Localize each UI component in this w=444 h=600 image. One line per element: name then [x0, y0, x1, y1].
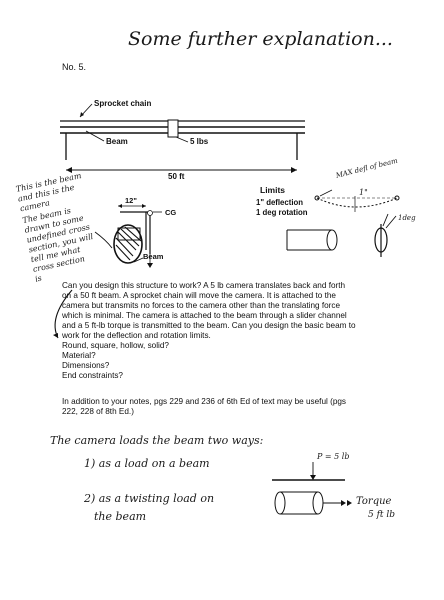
references-note: In addition to your notes, pgs 229 and 2… — [62, 397, 437, 417]
statement-line: Can you design this structure to work? A… — [62, 281, 346, 290]
ridge-note: 1deg — [398, 214, 416, 222]
side-note-arrows — [53, 231, 113, 339]
rotation-ray-1 — [382, 213, 389, 227]
beam-leader — [85, 130, 105, 142]
beam-section-label: Beam — [143, 252, 164, 261]
question-line: Round, square, hollow, solid? — [62, 341, 169, 350]
deflection-limit: 1" deflection — [256, 198, 304, 207]
cg-marker — [147, 210, 153, 216]
side-note-arrow-upper — [94, 231, 113, 249]
load-item-2-cont: the beam — [94, 510, 147, 523]
torque-cylinder-right-end — [312, 491, 324, 515]
weight-leader — [175, 136, 189, 143]
slider-channel — [117, 227, 141, 241]
loads-heading: The camera loads the beam two ways: — [50, 434, 264, 447]
references-line: In addition to your notes, pgs 229 and 2… — [62, 397, 347, 406]
offset-label: 12" — [125, 196, 137, 205]
rotation-ray-2 — [385, 215, 397, 229]
deflected-beam-curve — [316, 197, 398, 208]
sprocket-label: Sprocket chain — [94, 99, 152, 108]
torque-value: 5 ft lb — [368, 510, 396, 520]
limits-title: Limits — [260, 185, 286, 195]
right-pin-circle — [394, 195, 400, 201]
question-line: Dimensions? — [62, 361, 110, 370]
cg-label: CG — [165, 208, 177, 217]
statement-line: camera but transmits no forces to the ca… — [62, 301, 341, 310]
load-item-2: 2) as a twisting load on — [84, 492, 215, 505]
point-load-arrowhead — [310, 475, 316, 480]
problem-statement: Can you design this structure to work? A… — [62, 281, 432, 381]
statement-line: and a 5 ft-lb torque is transmitted to t… — [62, 321, 356, 330]
cylinder-end — [326, 229, 338, 251]
question-line: End constraints? — [62, 371, 123, 380]
cross-section-hatching — [115, 226, 142, 261]
torque-cylinder — [280, 491, 318, 515]
beam-section-leader — [133, 257, 144, 263]
beam-diagram — [60, 103, 400, 268]
left-pin-circle — [314, 195, 320, 201]
rotation-limit: 1 deg rotation — [256, 208, 308, 217]
weight-label: 5 lbs — [190, 137, 209, 146]
load-arrowhead — [147, 263, 153, 268]
question-line: Material? — [62, 351, 96, 360]
load-item-1: 1) as a load on a beam — [84, 457, 210, 470]
torque-label: Torque — [356, 496, 392, 507]
statement-line: work for the deflection and rotation lim… — [62, 331, 211, 340]
torque-double-arrowhead — [341, 500, 352, 506]
sprocket-arrowhead — [80, 112, 84, 117]
side-note-arrowhead — [53, 333, 58, 338]
force-label: P = 5 lb — [317, 452, 350, 461]
page-title: Some further explanation... — [128, 28, 393, 50]
camera-block — [167, 119, 179, 138]
problem-number: No. 5. — [62, 62, 87, 72]
torsion-cylinder — [286, 229, 332, 251]
torque-cylinder-left-end — [274, 491, 286, 515]
statement-line: which is minimal. The camera is attached… — [62, 311, 347, 320]
max-defl-value: 1" — [359, 188, 368, 197]
references-line: 222, 228 of 8th Ed.) — [62, 407, 134, 416]
beam-label: Beam — [106, 137, 128, 146]
max-defl-leader — [319, 189, 333, 197]
statement-line: on a 50 ft beam. A sprocket chain will m… — [62, 291, 336, 300]
length-label: 50 ft — [168, 172, 185, 181]
